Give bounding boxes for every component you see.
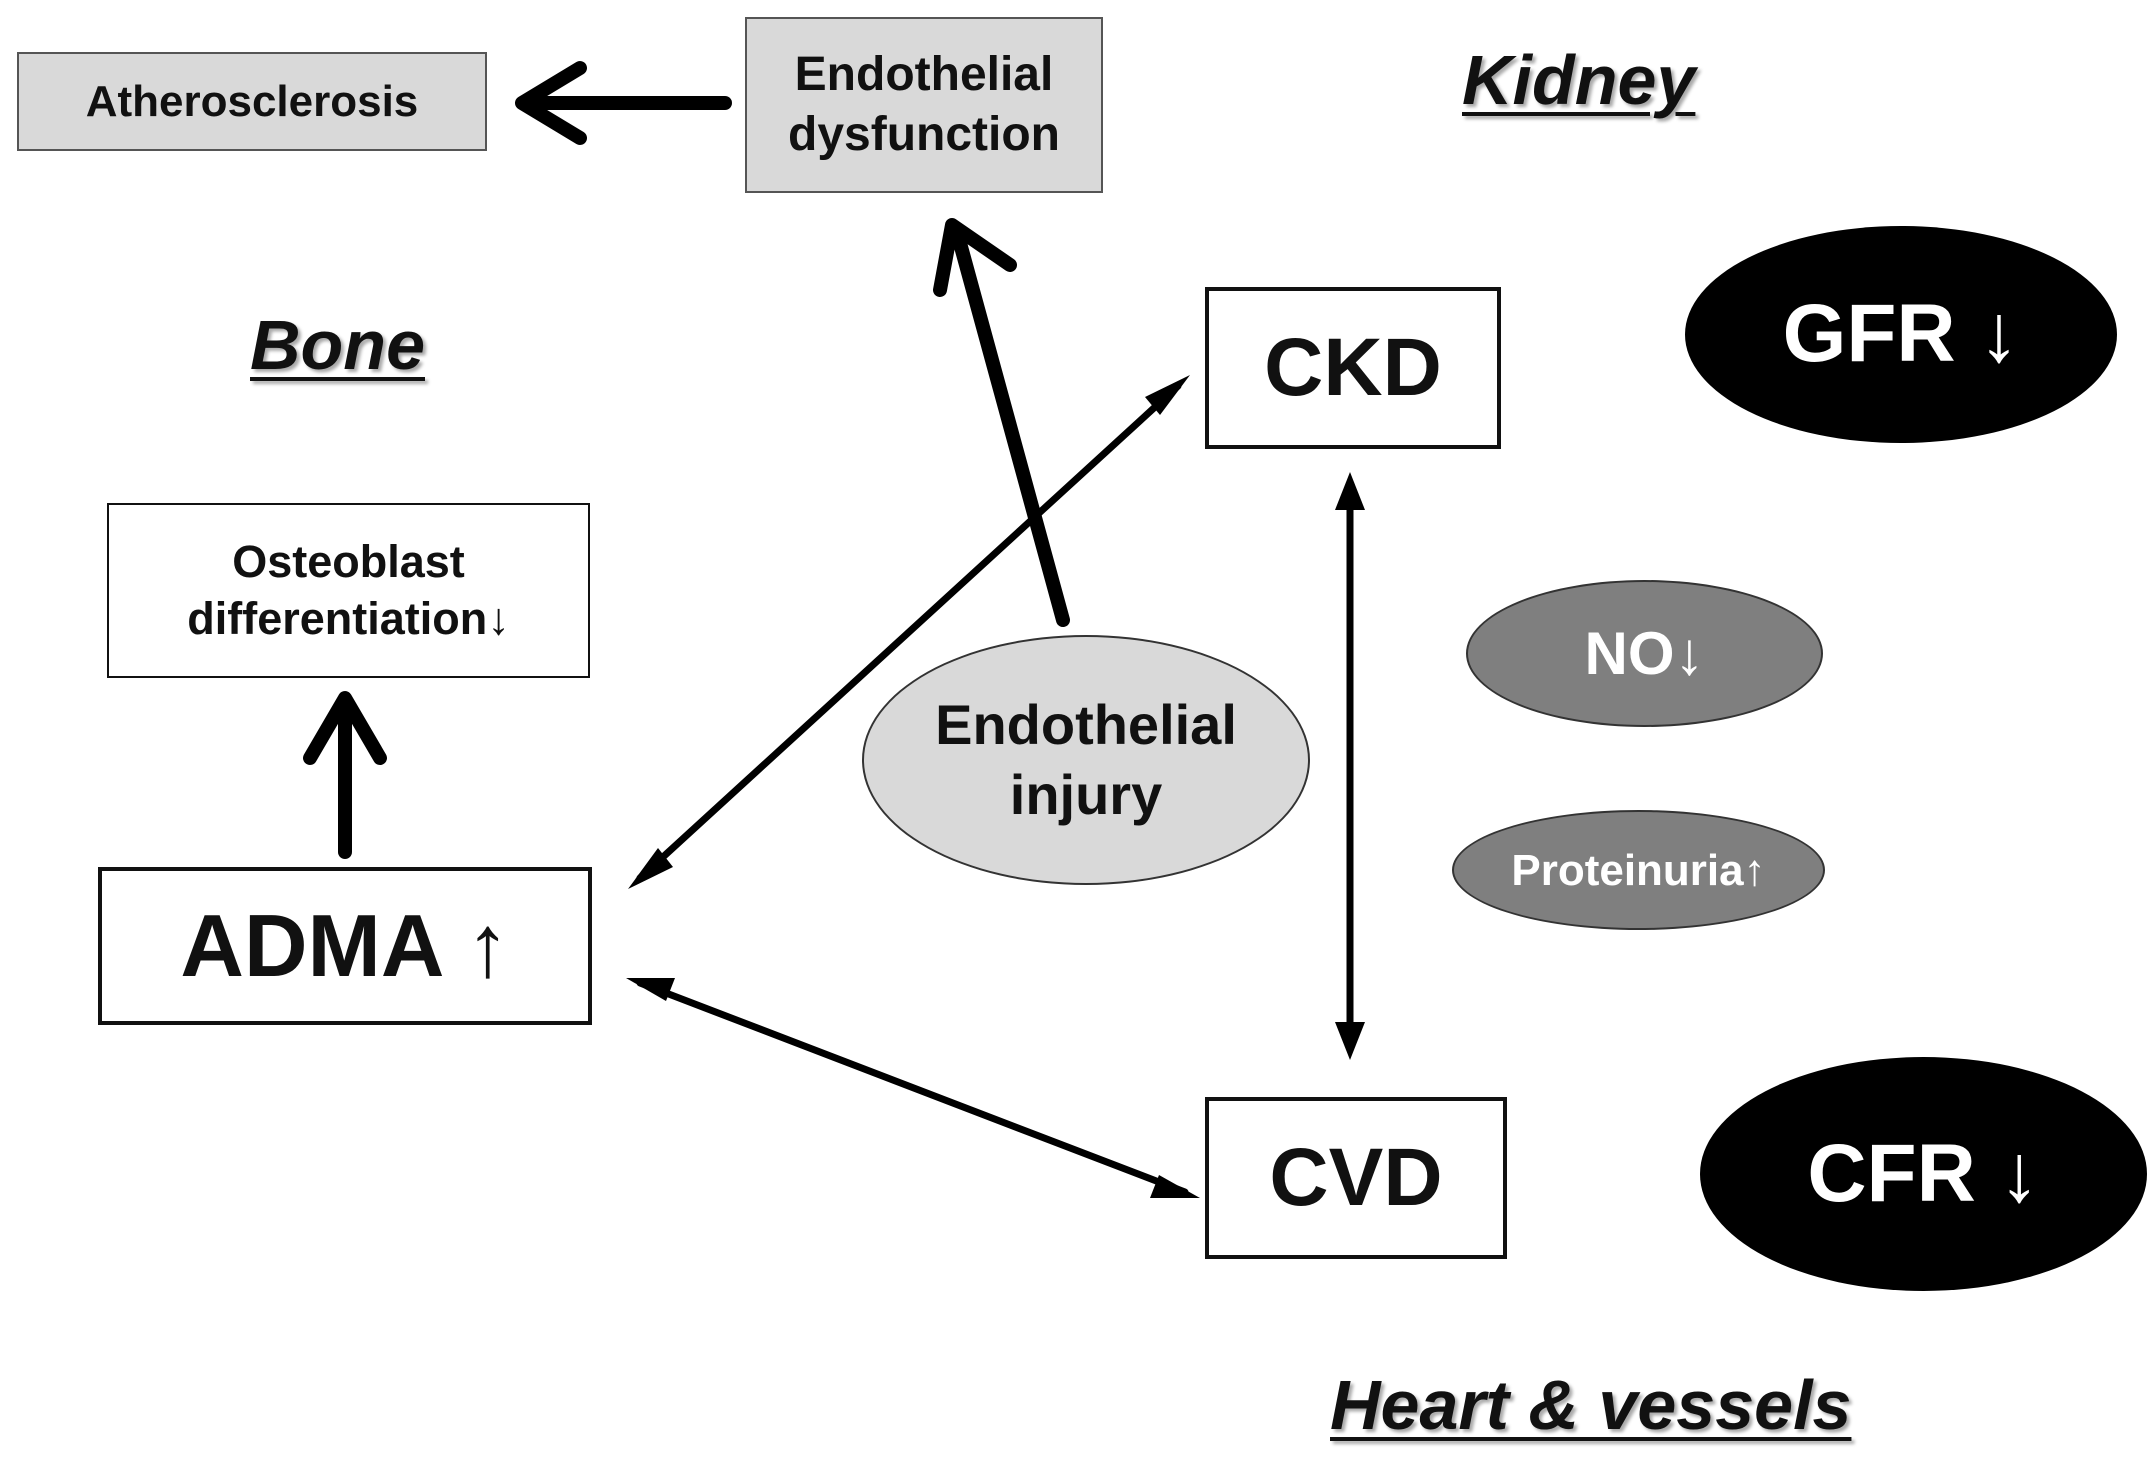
atherosclerosis-label: Atherosclerosis <box>85 77 419 126</box>
cvd-box: CVD <box>1205 1097 1507 1259</box>
proteinuria-ellipse: Proteinuria↑ <box>1452 810 1825 930</box>
no-ellipse: NO↓ <box>1466 580 1823 727</box>
osteoblast-line1: Osteoblast <box>232 536 465 588</box>
adma-box: ADMA ↑ <box>98 867 592 1025</box>
adma-label: ADMA ↑ <box>180 896 510 995</box>
arrowhead-atherosclerosis <box>515 61 587 145</box>
arrow-adma-cvd <box>636 979 1189 1196</box>
arrow-injury-to-dysfunction <box>950 225 1070 627</box>
ckd-label: CKD <box>1264 321 1442 413</box>
organ-label-kidney: Kidney <box>1462 41 1696 119</box>
arrowhead-osteoblast <box>303 691 387 765</box>
cvd-label: CVD <box>1269 1131 1443 1223</box>
arrow-adma-ckd <box>636 382 1182 882</box>
endothelial-dysfunction-line2: dysfunction <box>788 108 1060 161</box>
endothelial-dysfunction-box: Endothelial dysfunction <box>745 17 1103 193</box>
arrowhead-adma-top <box>628 848 673 889</box>
arrowhead-ckd <box>1145 375 1190 415</box>
osteoblast-line2: differentiation↓ <box>187 592 510 644</box>
arrowhead-adma-bottom <box>626 978 675 1001</box>
proteinuria-label: Proteinuria↑ <box>1511 845 1766 895</box>
cfr-ellipse: CFR ↓ <box>1700 1057 2147 1291</box>
organ-label-heart-vessels: Heart & vessels <box>1330 1366 1852 1444</box>
osteoblast-box: Osteoblast differentiation↓ <box>107 503 590 678</box>
arrowhead-cvd-top <box>1335 1022 1365 1060</box>
ckd-box: CKD <box>1205 287 1501 449</box>
endothelial-dysfunction-line1: Endothelial <box>794 48 1054 101</box>
arrowhead-dysfunction <box>933 218 1017 297</box>
atherosclerosis-box: Atherosclerosis <box>17 52 487 151</box>
endothelial-injury-line1: Endothelial <box>935 693 1237 756</box>
cfr-label: CFR ↓ <box>1807 1127 2040 1219</box>
no-label: NO↓ <box>1584 620 1705 687</box>
gfr-label: GFR ↓ <box>1782 288 2020 380</box>
arrowhead-ckd-bottom <box>1335 472 1365 510</box>
organ-label-bone: Bone <box>250 306 425 384</box>
endothelial-injury-line2: injury <box>1009 763 1163 826</box>
arrowhead-cvd <box>1150 1175 1200 1198</box>
endothelial-injury-ellipse: Endothelial injury <box>862 635 1310 885</box>
gfr-ellipse: GFR ↓ <box>1685 226 2117 443</box>
